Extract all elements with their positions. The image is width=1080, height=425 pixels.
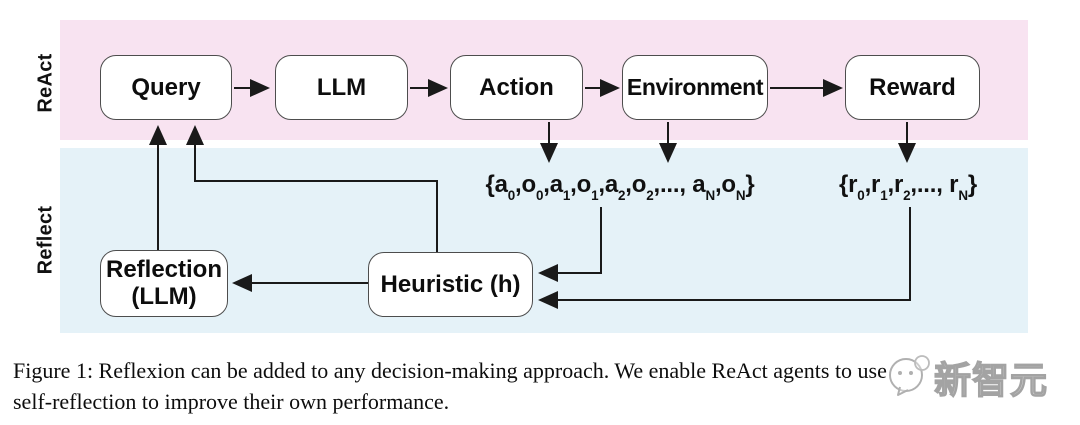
box-reflection-llm: Reflection (LLM) bbox=[100, 250, 228, 317]
box-heuristic: Heuristic (h) bbox=[368, 252, 533, 317]
watermark-text: 新智元 bbox=[933, 358, 1048, 402]
caption-line1: Figure 1: Reflexion can be added to any … bbox=[13, 358, 887, 383]
reflection-box-line1: Reflection bbox=[105, 255, 222, 283]
box-query: Query bbox=[100, 55, 232, 120]
reflect-band-label: Reflect bbox=[34, 205, 57, 275]
box-action: Action bbox=[450, 55, 583, 120]
reflection-box-line2: (LLM) bbox=[131, 282, 197, 310]
reward-sequence-label: {r0,r1,r2,..., rN} bbox=[839, 171, 977, 204]
box-llm: LLM bbox=[275, 55, 408, 120]
caption-line2: self-reflection to improve their own per… bbox=[13, 389, 450, 414]
watermark: 新智元 bbox=[882, 348, 1072, 406]
react-band-label: ReAct bbox=[34, 53, 57, 113]
box-environment: Environment bbox=[622, 55, 768, 120]
watermark-bubble-icon bbox=[889, 355, 930, 396]
box-reward: Reward bbox=[845, 55, 980, 120]
trajectory-sequence-label: {a0,o0,a1,o1,a2,o2,..., aN,oN} bbox=[485, 171, 755, 204]
